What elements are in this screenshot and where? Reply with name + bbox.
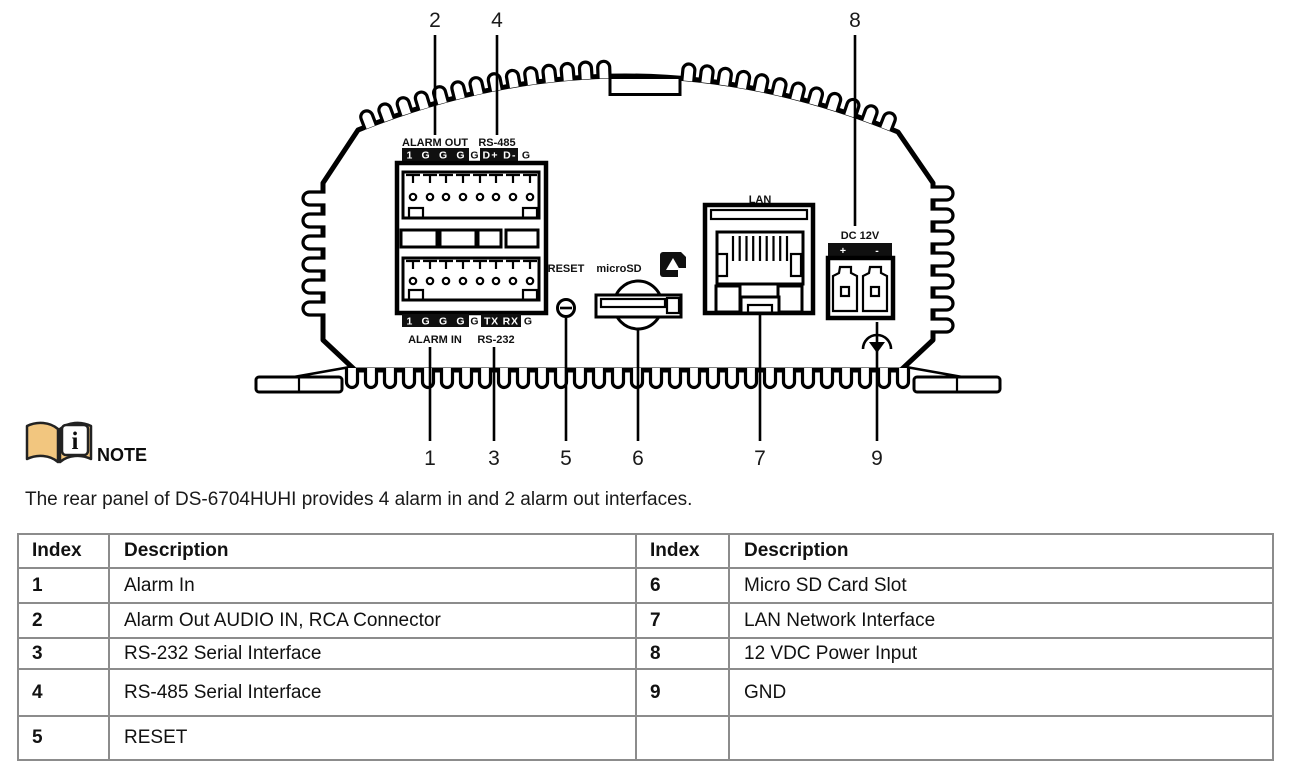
alarm-out-label: ALARM OUT [402,137,468,149]
table-cell-index: 2 [17,602,110,639]
rs485-pins-label: D+ D- [483,150,517,162]
microsd-slot: microSD [594,252,686,331]
callout-number: 7 [754,447,766,470]
alarm-terminal-block: ALARM OUT RS-485 1 G G G G D+ D- G [394,137,549,346]
callout-number: 4 [491,9,503,32]
table-cell-description [728,715,1274,761]
callout-number: 6 [632,447,644,470]
table-cell-index: 4 [17,668,110,717]
io-description-table: Index Description Index Description 1 Al… [17,533,1274,761]
note-label: NOTE [97,445,147,465]
microsd-label: microSD [596,263,641,275]
caption-text: The rear panel of DS-6704HUHI provides 4… [25,489,693,510]
lan-port: LAN [702,194,816,316]
table-cell-index: 6 [635,567,730,604]
callout-number: 1 [424,447,436,470]
reset-label: RESET [548,263,585,275]
table-row: 2 Alarm Out AUDIO IN, RCA Connector 7 LA… [17,602,1274,639]
table-row: 4 RS-485 Serial Interface 9 GND [17,668,1274,717]
rear-panel-diagram: ALARM OUT RS-485 1 G G G G D+ D- G [25,9,1002,470]
table-header-description: Description [728,533,1274,569]
table-header-index: Index [17,533,110,569]
note-callout: i NOTE [25,421,147,465]
power-terminal: DC 12V + - [825,230,896,321]
alarm-in-label: ALARM IN [408,334,462,346]
table-cell-index: 3 [17,637,110,670]
table-header-description: Description [108,533,637,569]
table-cell-description: GND [728,668,1274,717]
alarm-out-pins-label: 1 G G G [407,150,465,162]
reset-button: RESET [548,263,585,318]
table-cell-description: Alarm Out AUDIO IN, RCA Connector [108,602,637,639]
callout-number: 9 [871,447,883,470]
table-row: 3 RS-232 Serial Interface 8 12 VDC Power… [17,637,1274,670]
table-cell-description: Alarm In [108,567,637,604]
table-cell-description: 12 VDC Power Input [728,637,1274,670]
callout-number: 8 [849,9,861,32]
minus-label: - [875,245,879,257]
right-fins [928,185,955,334]
callout-number: 3 [488,447,500,470]
table-cell-description: RS-485 Serial Interface [108,668,637,717]
rs485-label: RS-485 [478,137,515,149]
table-cell-index: 8 [635,637,730,670]
table-header-index: Index [635,533,730,569]
plus-label: + [840,245,846,257]
table-cell-index: 9 [635,668,730,717]
table-cell-index: 5 [17,715,110,761]
info-glyph: i [72,428,79,455]
ground-pin-label: G [524,316,532,328]
top-fins [357,59,899,133]
ground-pin-label: G [470,150,478,162]
rs232-pins-label: TX RX [484,316,518,328]
table-cell-index [635,715,730,761]
table-cell-description: RESET [108,715,637,761]
ground-pin-label: G [470,316,478,328]
table-header-row: Index Description Index Description [17,533,1274,569]
rs232-label: RS-232 [477,334,514,346]
table-cell-index: 7 [635,602,730,639]
ground-pin-label: G [522,150,530,162]
callouts: 2 4 8 1 3 5 6 7 9 [424,9,883,470]
callout-number: 5 [560,447,572,470]
info-book-icon: i [25,421,93,464]
table-cell-index: 1 [17,567,110,604]
table-row: 5 RESET [17,715,1274,761]
dc12v-label: DC 12V [841,230,880,242]
table-row: 1 Alarm In 6 Micro SD Card Slot [17,567,1274,604]
callout-number: 2 [429,9,441,32]
table-cell-description: LAN Network Interface [728,602,1274,639]
table-cell-description: Micro SD Card Slot [728,567,1274,604]
alarm-in-pins-label: 1 G G G [407,316,465,328]
microsd-card-icon [660,252,686,277]
table-cell-description: RS-232 Serial Interface [108,637,637,670]
